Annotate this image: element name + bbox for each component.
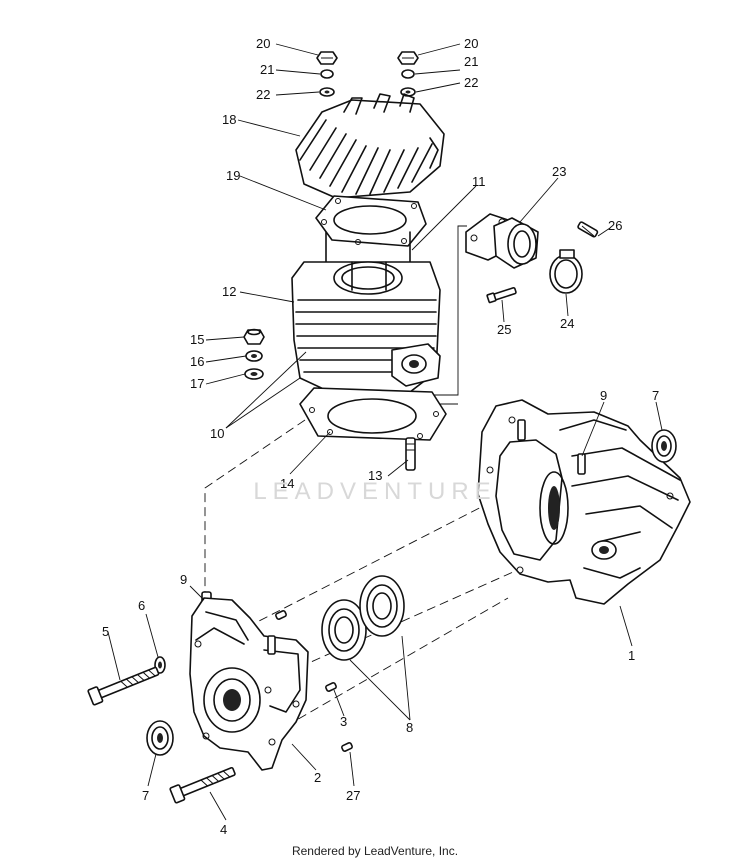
cylinder-head	[295, 93, 445, 199]
intake-clamp	[549, 221, 599, 294]
callout-21-right: 21	[464, 54, 478, 69]
cylinder-stud	[405, 437, 416, 471]
callout-24: 24	[560, 316, 574, 331]
crankcase-right	[477, 399, 691, 605]
callout-17: 17	[190, 376, 204, 391]
callout-15: 15	[190, 332, 204, 347]
callout-2: 2	[314, 770, 321, 785]
crankcase-seal-right	[651, 429, 677, 463]
dowel-pins	[275, 610, 353, 752]
callout-9-right: 9	[600, 388, 607, 403]
callout-8: 8	[406, 720, 413, 735]
callout-4: 4	[220, 822, 227, 837]
crankcase-seal-left	[146, 720, 174, 756]
cylinder-head-nuts	[316, 51, 419, 97]
callout-numbers: 20 20 21 21 22 22 18 19 11 23 26 12 15 1…	[102, 36, 659, 837]
callout-10: 10	[210, 426, 224, 441]
callout-21-left: 21	[260, 62, 274, 77]
crankcase-bolt-lower	[169, 766, 236, 804]
intake-boot	[465, 213, 539, 269]
watermark-text: LEADVENTURE	[253, 478, 497, 505]
callout-20-left: 20	[256, 36, 270, 51]
callout-16: 16	[190, 354, 204, 369]
callout-3: 3	[340, 714, 347, 729]
main-bearings	[321, 575, 405, 661]
callout-6: 6	[138, 598, 145, 613]
callout-5: 5	[102, 624, 109, 639]
callout-23: 23	[552, 164, 566, 179]
callout-27: 27	[346, 788, 360, 803]
callout-18: 18	[222, 112, 236, 127]
callout-11: 11	[472, 174, 486, 189]
callout-7-left: 7	[142, 788, 149, 803]
crankcase-bolt-upper	[87, 666, 160, 706]
crankcase-left	[189, 591, 309, 771]
cylinder-barrel	[291, 231, 441, 409]
callout-7-right: 7	[652, 388, 659, 403]
callout-19: 19	[226, 168, 240, 183]
callout-20-right: 20	[464, 36, 478, 51]
intake-bolt	[486, 287, 517, 304]
base-gasket	[299, 387, 447, 441]
leader-lines	[107, 43, 663, 821]
callout-9-left: 9	[180, 572, 187, 587]
callout-25: 25	[497, 322, 511, 337]
callout-22-right: 22	[464, 75, 478, 90]
callout-22-left: 22	[256, 87, 270, 102]
callout-26: 26	[608, 218, 622, 233]
callout-12: 12	[222, 284, 236, 299]
head-gasket	[315, 195, 427, 247]
callout-14: 14	[280, 476, 294, 491]
footer-credit: Rendered by LeadVenture, Inc.	[291, 844, 459, 858]
callout-13: 13	[368, 468, 382, 483]
callout-1: 1	[628, 648, 635, 663]
cylinder-base-nut-washers	[243, 328, 265, 380]
